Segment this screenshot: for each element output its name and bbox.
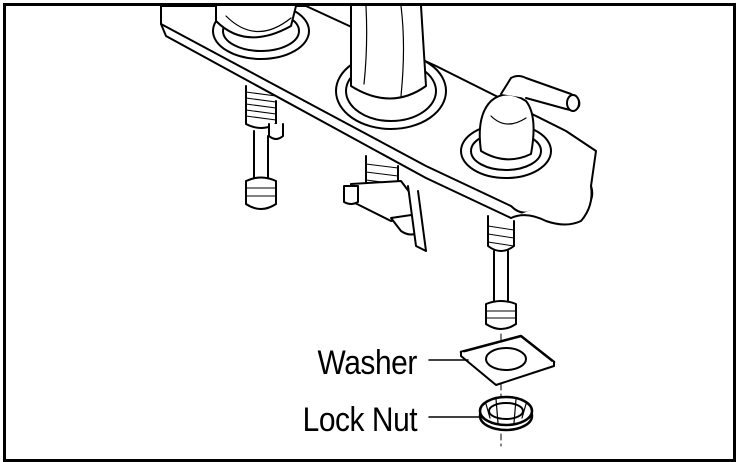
lock-nut-label: Lock Nut	[302, 401, 417, 439]
center-valve	[343, 155, 427, 252]
spout	[335, 6, 447, 130]
lock-nut	[478, 395, 534, 432]
washer	[459, 334, 556, 386]
faucet-illustration	[160, 6, 597, 447]
diagram-frame: Washer Lock Nut	[3, 3, 736, 462]
washer-label: Washer	[317, 344, 418, 382]
leader-lines	[428, 359, 481, 418]
left-handle	[212, 6, 310, 60]
left-shank	[245, 85, 284, 210]
right-handle	[460, 75, 581, 179]
